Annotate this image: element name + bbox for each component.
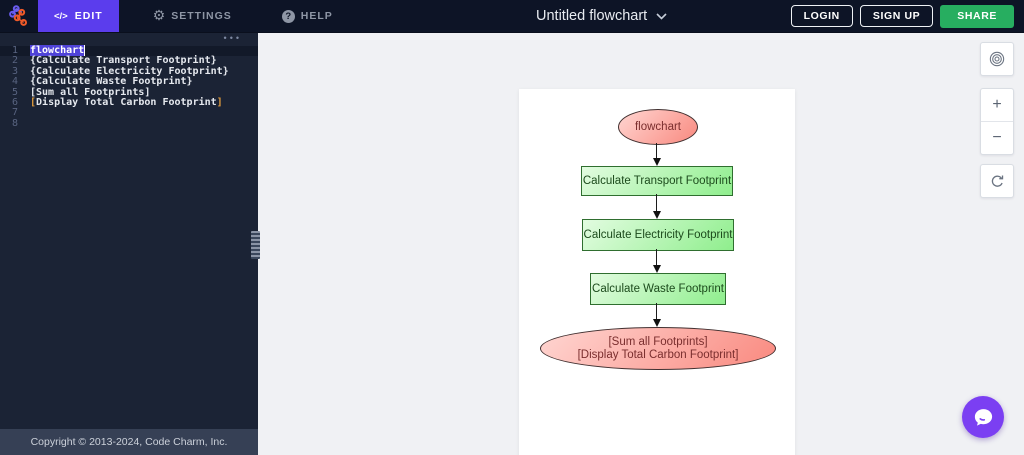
app-logo[interactable]	[0, 0, 38, 32]
line-number: 1	[11, 45, 18, 56]
code-editor[interactable]: 1 flowchart 2 {Calculate Transport Footprin…	[0, 45, 258, 129]
line-number: 4	[11, 76, 18, 88]
editor-line[interactable]: 7	[0, 107, 258, 119]
process-node-waste: Calculate Waste Footprint	[590, 273, 726, 305]
line-code: {Calculate Transport Footprint}	[30, 56, 217, 66]
tab-settings[interactable]: ⚙ SETTINGS	[139, 0, 246, 32]
line-code: {Calculate Electricity Footprint}	[30, 65, 229, 77]
editor-line[interactable]: 4 {Calculate Waste Footprint}	[0, 76, 258, 88]
help-label: HELP	[300, 10, 333, 22]
code-segment-plain: {Calculate Waste Footprint}	[30, 76, 193, 88]
arrow-shaft	[655, 194, 658, 211]
arrow-shaft	[655, 303, 658, 319]
editor-line[interactable]: 3 {Calculate Electricity Footprint}	[0, 65, 258, 77]
panel-resize-handle[interactable]	[251, 231, 260, 259]
editor-panel[interactable]: ••• 1 flowchart 2 {Calculate Transport Foot…	[0, 32, 258, 455]
editor-line[interactable]: 8	[0, 117, 258, 129]
flowchart-start-node: flowchart	[618, 109, 698, 145]
start-node-label: flowchart	[634, 121, 682, 133]
document-title-menu[interactable]: Untitled flowchart	[536, 0, 667, 32]
arrow-shaft	[655, 249, 658, 265]
document-title: Untitled flowchart	[536, 8, 648, 24]
editor-line[interactable]: 6 [Display Total Carbon Footprint]	[0, 96, 258, 108]
code-segment-plain: {Calculate Electricity Footprint}	[30, 65, 229, 77]
code-segment-bracket: [	[30, 96, 37, 108]
code-segment-plain: Display Total Carbon Footprint	[36, 96, 217, 108]
code-icon: </>	[54, 10, 68, 22]
editor-line[interactable]: 1 flowchart	[0, 45, 258, 57]
chat-widget-button[interactable]	[962, 396, 1004, 438]
arrow-head	[652, 158, 661, 166]
refresh-button[interactable]	[981, 165, 1013, 197]
bullseye-icon	[989, 51, 1005, 67]
login-button[interactable]: LOGIN	[790, 5, 853, 27]
arrow-head	[652, 319, 661, 327]
arrow-head	[652, 211, 661, 219]
flowchart-end-node: [Sum all Footprints] [Display Total Carb…	[540, 327, 776, 370]
code2flow-logo-icon	[9, 5, 28, 26]
tab-help[interactable]: ? HELP	[268, 0, 347, 32]
flow-arrow	[652, 143, 661, 166]
chevron-down-icon	[656, 12, 667, 20]
editor-header: •••	[0, 32, 258, 46]
process-node-label: Calculate Waste Footprint	[592, 283, 724, 295]
topbar-actions: LOGIN SIGN UP SHARE	[790, 0, 1014, 32]
code-segment-selected: flowchart	[30, 45, 86, 56]
code-segment-plain: {Calculate Transport Footprint}	[30, 55, 217, 67]
editor-footer: Copyright © 2013-2024, Code Charm, Inc.	[0, 429, 258, 455]
diagram-canvas[interactable]: flowchart Calculate Transport Footprint …	[258, 32, 1024, 455]
zoom-out-button[interactable]: −	[992, 129, 1002, 146]
recenter-button[interactable]	[981, 43, 1013, 75]
code-segment-bracket: ]	[216, 96, 223, 108]
line-number: 6	[11, 96, 18, 108]
end-node-line1: [Sum all Footprints]	[608, 335, 708, 348]
copyright-text: Copyright © 2013-2024, Code Charm, Inc.	[30, 436, 228, 448]
code-segment-plain: [Sum all Footprints]	[30, 86, 151, 98]
line-number: 3	[11, 65, 18, 77]
arrow-shaft	[655, 143, 658, 158]
line-number: 8	[11, 117, 18, 129]
signup-button[interactable]: SIGN UP	[859, 5, 934, 27]
tab-edit[interactable]: </> EDIT	[38, 0, 119, 32]
line-number: 5	[11, 86, 18, 98]
zoom-in-button[interactable]: +	[981, 89, 1013, 122]
topbar: </> EDIT ⚙ SETTINGS ? HELP Untitled flow…	[0, 0, 1024, 33]
edit-label: EDIT	[74, 10, 103, 22]
line-number: 2	[11, 55, 18, 67]
gear-icon: ⚙	[152, 8, 166, 24]
refresh-control	[980, 164, 1014, 198]
chat-bubble-icon	[974, 408, 992, 426]
line-code: flowchart	[30, 45, 86, 56]
flow-arrow	[652, 303, 661, 327]
line-code: [Display Total Carbon Footprint]	[30, 96, 223, 108]
share-button[interactable]: SHARE	[940, 4, 1014, 28]
refresh-icon	[991, 175, 1004, 187]
end-node-line2: [Display Total Carbon Footprint]	[577, 348, 739, 361]
process-node-label: Calculate Electricity Footprint	[583, 229, 733, 241]
process-node-electricity: Calculate Electricity Footprint	[582, 219, 734, 251]
zoom-control: + −	[980, 88, 1014, 155]
line-code: {Calculate Waste Footprint}	[30, 76, 193, 88]
flow-arrow	[652, 249, 661, 273]
recenter-control	[980, 42, 1014, 76]
process-node-label: Calculate Transport Footprint	[582, 175, 732, 187]
settings-label: SETTINGS	[171, 10, 232, 22]
editor-line[interactable]: 2 {Calculate Transport Footprint}	[0, 55, 258, 67]
line-number: 7	[11, 107, 18, 119]
editor-menu-dots[interactable]: •••	[223, 33, 242, 43]
flow-arrow	[652, 194, 661, 219]
process-node-transport: Calculate Transport Footprint	[581, 166, 733, 196]
help-icon: ?	[281, 9, 295, 23]
editor-line[interactable]: 5 [Sum all Footprints]	[0, 86, 258, 98]
arrow-head	[652, 265, 661, 273]
line-code: [Sum all Footprints]	[30, 86, 151, 98]
diagram-page: flowchart Calculate Transport Footprint …	[519, 89, 795, 455]
